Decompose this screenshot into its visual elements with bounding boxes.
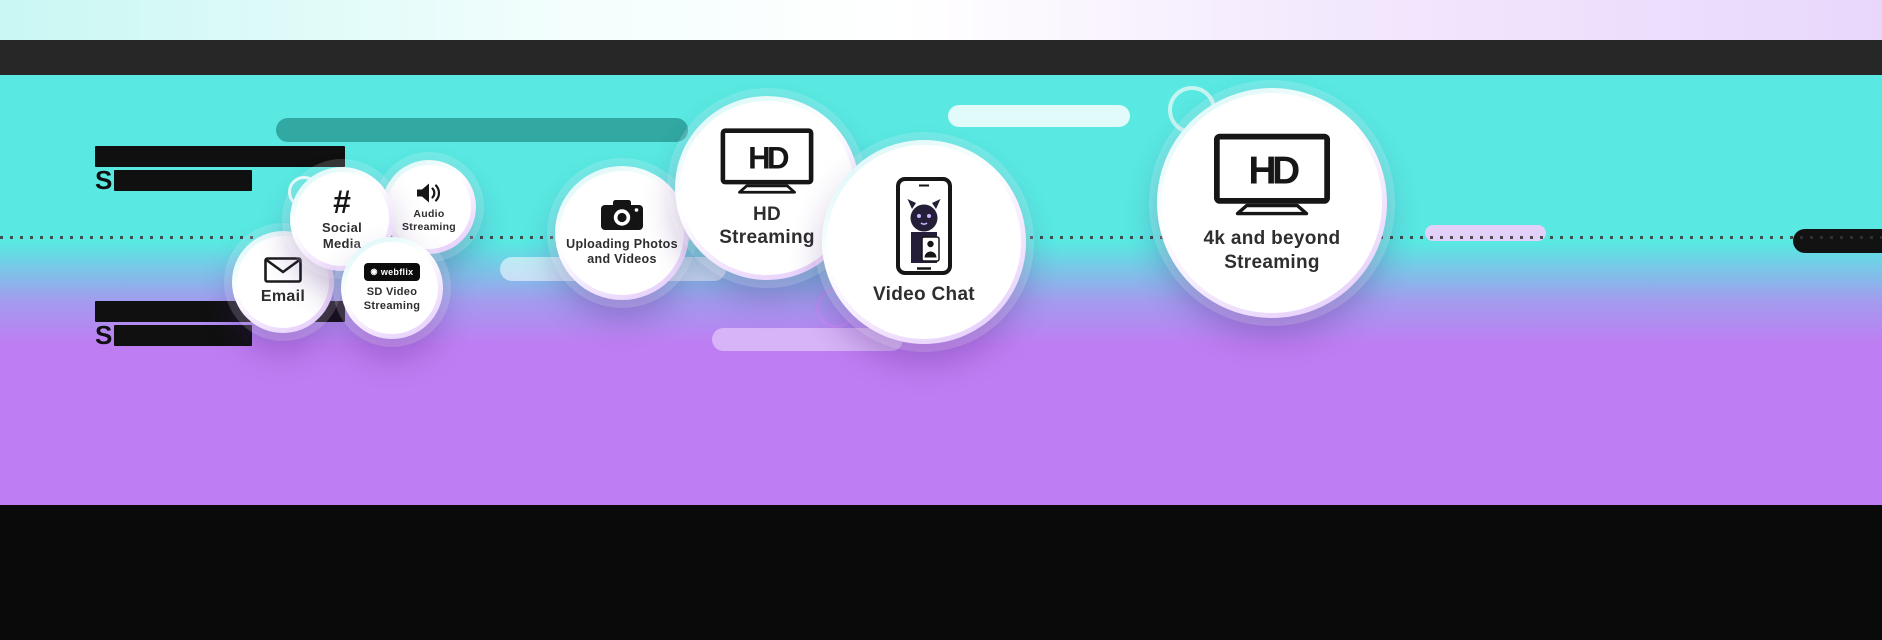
redacted-bar [95, 146, 345, 167]
top-black-bar [0, 40, 1882, 75]
bubble-4k-streaming: HD 4k and beyond Streaming [1157, 88, 1387, 318]
bubble-sd-video-streaming: ◉ webflix SD Video Streaming [341, 237, 443, 339]
bubble-label: Social Media [321, 220, 363, 251]
bubble-audio-streaming: Audio Streaming [382, 160, 476, 254]
redacted-letter: S [95, 320, 113, 350]
hd-tv-icon: HD [1212, 132, 1332, 217]
speed-pill-black-right [1793, 229, 1882, 253]
tv-hd-text: HD [748, 140, 789, 175]
bubble-label: Audio Streaming [401, 207, 457, 233]
bubble-label: Uploading Photos and Videos [566, 236, 678, 266]
footer-black-bar [0, 505, 1882, 640]
webflix-mark-icon: ◉ [370, 267, 378, 277]
envelope-icon [264, 257, 302, 284]
redacted-speed-label-1: S [95, 146, 345, 195]
speed-pill-teal [276, 118, 688, 142]
bubble-label: SD Video Streaming [363, 286, 421, 312]
webflix-logo: ◉ webflix [363, 263, 421, 282]
bubble-label: HD Streaming [719, 203, 815, 248]
video-chat-phone-icon [895, 177, 953, 276]
hd-tv-icon: HD [719, 127, 815, 195]
bubble-label: Video Chat [873, 284, 975, 306]
bubble-label: Email [260, 288, 306, 306]
hashtag-icon: # [333, 184, 351, 221]
bubble-video-chat: Video Chat [822, 140, 1026, 344]
speed-pill-purple [712, 328, 903, 351]
tv-hd-text: HD [1248, 150, 1299, 193]
redacted-bar [114, 325, 253, 346]
bubble-label: 4k and beyond Streaming [1203, 228, 1341, 273]
bubble-social-media: # Social Media [290, 167, 394, 271]
top-banner-strip [0, 0, 1882, 40]
bubble-hd-streaming: HD HD Streaming [675, 96, 859, 280]
webflix-brand-text: webflix [380, 267, 414, 278]
redacted-bar [114, 170, 253, 191]
speaker-icon [416, 181, 442, 205]
bubble-uploading-photos-videos: Uploading Photos and Videos [555, 166, 689, 300]
speed-pill-white-top [948, 105, 1130, 127]
camera-icon [600, 199, 644, 231]
redacted-letter: S [95, 165, 113, 195]
